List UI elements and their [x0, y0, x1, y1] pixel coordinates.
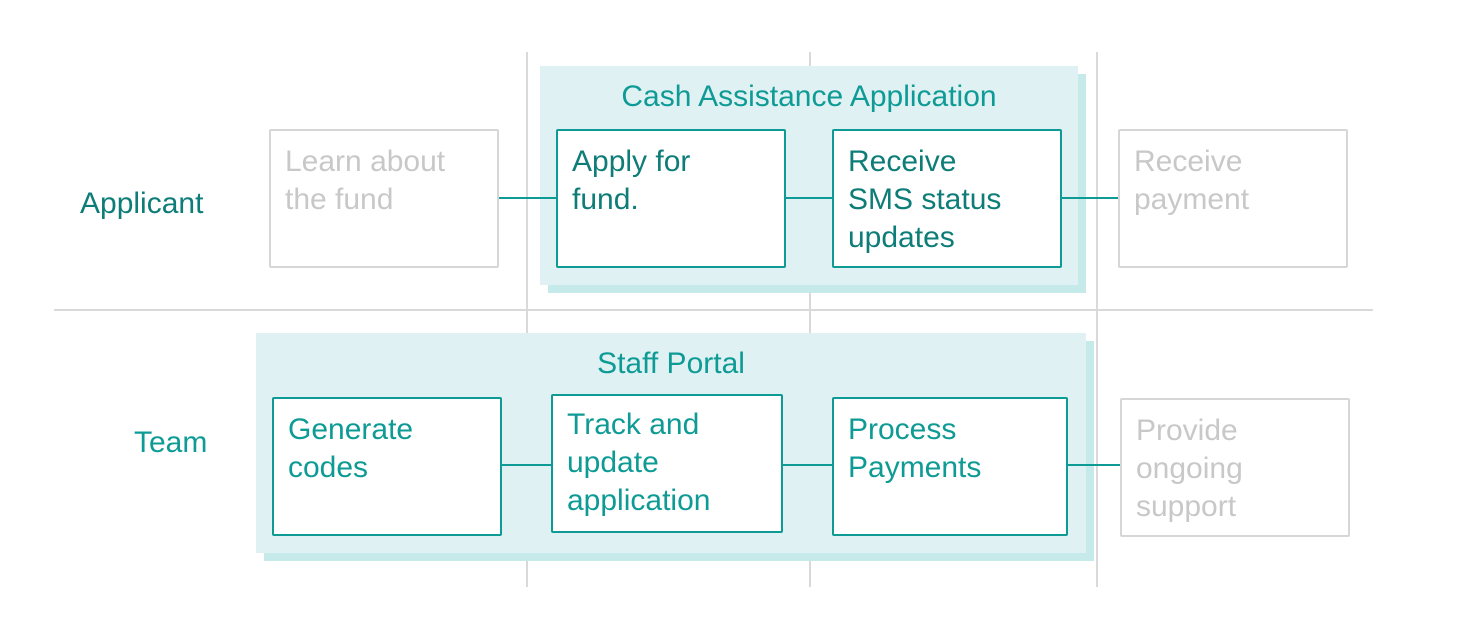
stage-divider-1 — [526, 52, 528, 587]
step-receive-sms-updates: Receive SMS status updates — [832, 129, 1062, 268]
stage-divider-2 — [809, 52, 811, 587]
stage-divider-3 — [1096, 52, 1098, 587]
connector-process-to-support — [1066, 464, 1122, 466]
step-apply-for-fund: Apply for fund. — [556, 129, 786, 268]
connector-sms-to-payment — [1060, 197, 1120, 199]
lane-label-team: Team — [134, 426, 208, 459]
step-provide-ongoing-support: Provide ongoing support — [1120, 398, 1350, 537]
staff-portal-group-title: Staff Portal — [597, 347, 745, 380]
connector-track-to-process — [781, 464, 834, 466]
step-process-payments: Process Payments — [832, 397, 1068, 536]
lane-divider — [54, 309, 1373, 311]
step-generate-codes: Generate codes — [272, 397, 502, 536]
connector-generate-to-track — [500, 464, 553, 466]
connector-apply-to-sms — [785, 197, 834, 199]
cash-assistance-group-title: Cash Assistance Application — [621, 80, 997, 113]
lane-label-applicant: Applicant — [80, 187, 204, 220]
connector-learn-to-apply — [498, 197, 558, 199]
step-receive-payment: Receive payment — [1118, 129, 1348, 268]
step-track-update-application: Track and update application — [551, 394, 783, 533]
step-learn-about-fund: Learn about the fund — [269, 129, 499, 268]
